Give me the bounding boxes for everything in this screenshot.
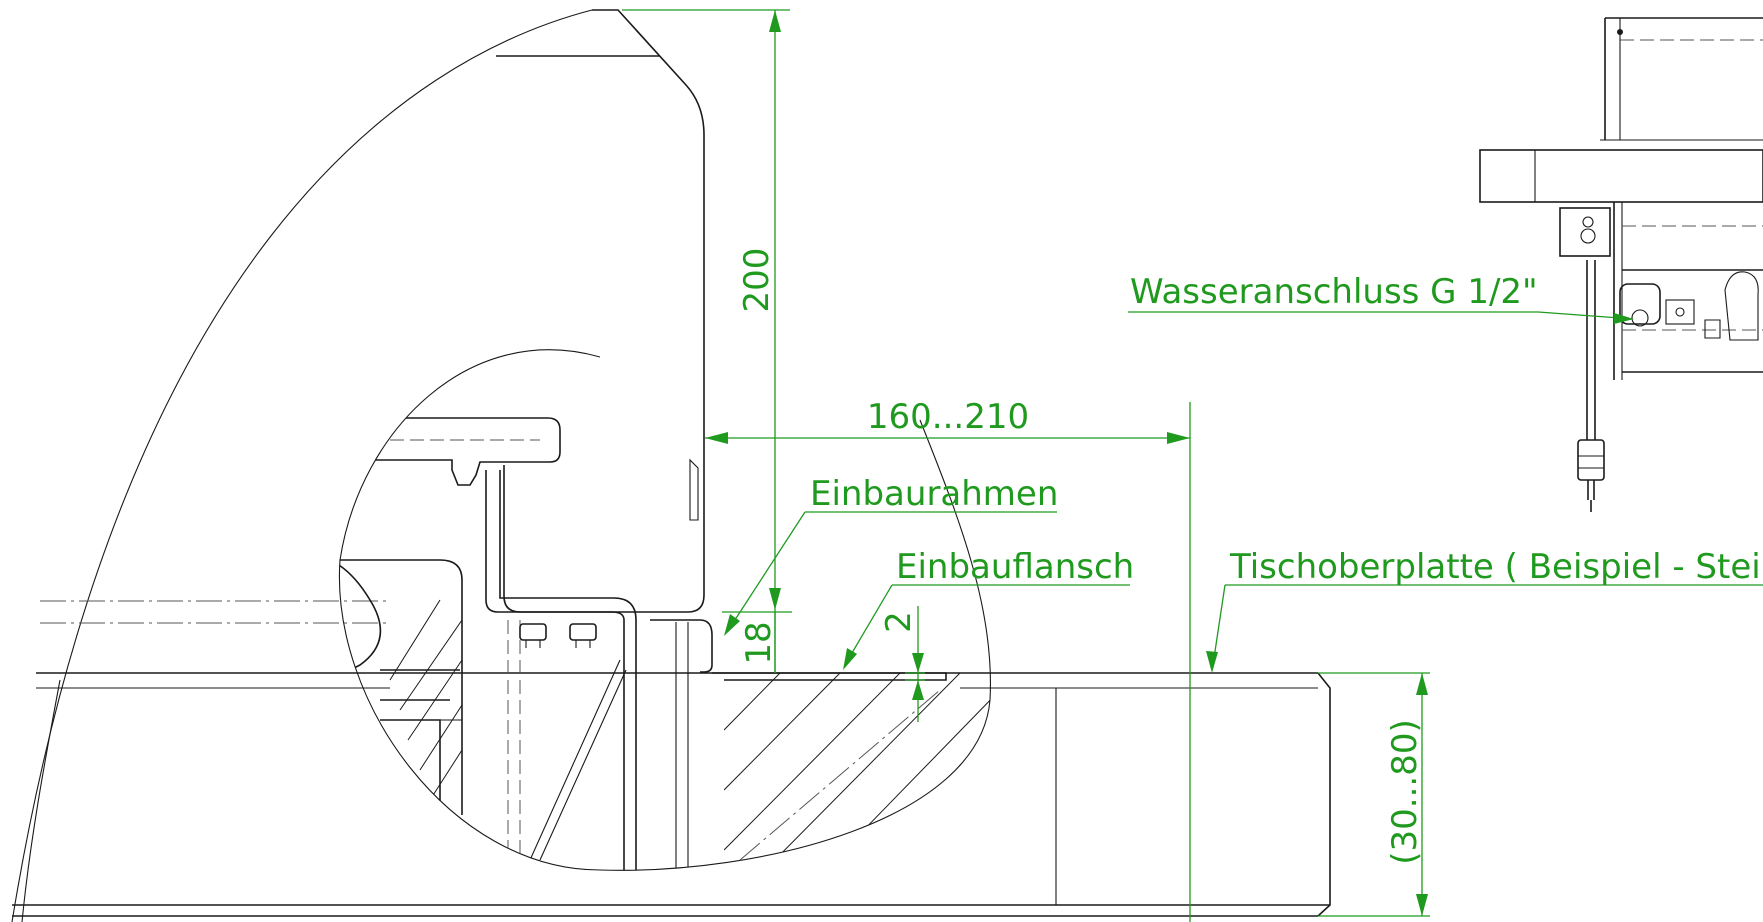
- bolt-left: [519, 623, 547, 648]
- dim-160-210-text: 160...210: [867, 397, 1029, 437]
- label-wasseranschluss: Wasseranschluss G 1/2": [1128, 272, 1634, 324]
- device-body: [496, 9, 705, 613]
- hatch-stone: [724, 673, 991, 871]
- countertop: [12, 600, 1331, 917]
- dimension-18: 18: [722, 611, 792, 673]
- dimension-2: 2: [879, 606, 925, 722]
- detail-outline: [11, 9, 593, 922]
- dim-200-text: 200: [737, 248, 777, 313]
- dimension-160-210: 160...210: [705, 397, 1191, 922]
- tischoberplatte-text: Tischoberplatte ( Beispiel - Stein): [1229, 547, 1763, 587]
- label-tischoberplatte: Tischoberplatte ( Beispiel - Stein): [1206, 547, 1763, 673]
- bolt-right: [569, 623, 597, 648]
- einbauflansch-text: Einbauflansch: [896, 547, 1134, 587]
- wasseranschluss-text: Wasseranschluss G 1/2": [1130, 272, 1538, 312]
- label-einbaurahmen: Einbaurahmen: [724, 474, 1058, 636]
- label-einbauflansch: Einbauflansch: [843, 547, 1134, 670]
- dim-2-text: 2: [879, 611, 919, 633]
- einbaurahmen-text: Einbaurahmen: [810, 474, 1058, 514]
- dimension-30-80: (30...80): [1318, 672, 1430, 917]
- dim-18-text: 18: [739, 621, 779, 664]
- overview-view: [1479, 17, 1763, 512]
- dimension-200: 200: [622, 9, 790, 673]
- hatch-left: [389, 599, 463, 801]
- dim-30-80-text: (30...80): [1385, 719, 1425, 864]
